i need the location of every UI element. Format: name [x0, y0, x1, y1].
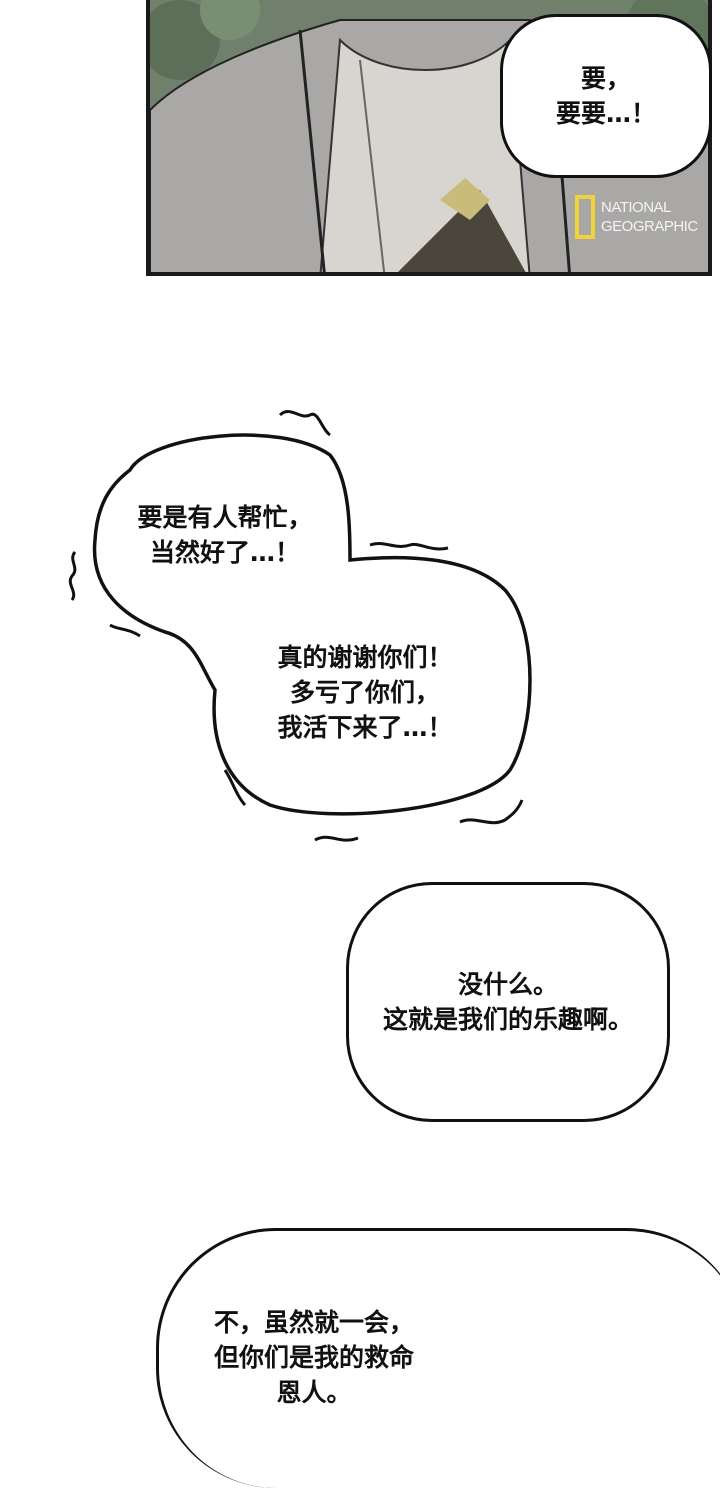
logo-frame-icon	[575, 195, 595, 239]
speech-text-4: 不，虽然就一会， 但你们是我的救命 恩人。	[213, 1308, 414, 1407]
speech-text-2b: 真的谢谢你们！ 多亏了你们， 我活下来了…！	[277, 643, 453, 742]
speech-bubble-1: 要， 要要…！	[500, 14, 712, 178]
speech-text-3: 没什么。 这就是我们的乐趣啊。	[382, 970, 633, 1034]
logo-text: NATIONAL GEOGRAPHIC	[601, 199, 698, 235]
speech-text-1: 要， 要要…！	[555, 64, 656, 128]
cloud-speech-bubble	[68, 409, 532, 842]
speech-text-2a: 要是有人帮忙， 当然好了…！	[137, 503, 313, 567]
speech-bubble-3: 没什么。 这就是我们的乐趣啊。	[346, 882, 670, 1122]
logo-badge: NATIONAL GEOGRAPHIC	[575, 195, 698, 239]
speech-bubble-4: 不，虽然就一会， 但你们是我的救命 恩人。	[156, 1228, 720, 1488]
